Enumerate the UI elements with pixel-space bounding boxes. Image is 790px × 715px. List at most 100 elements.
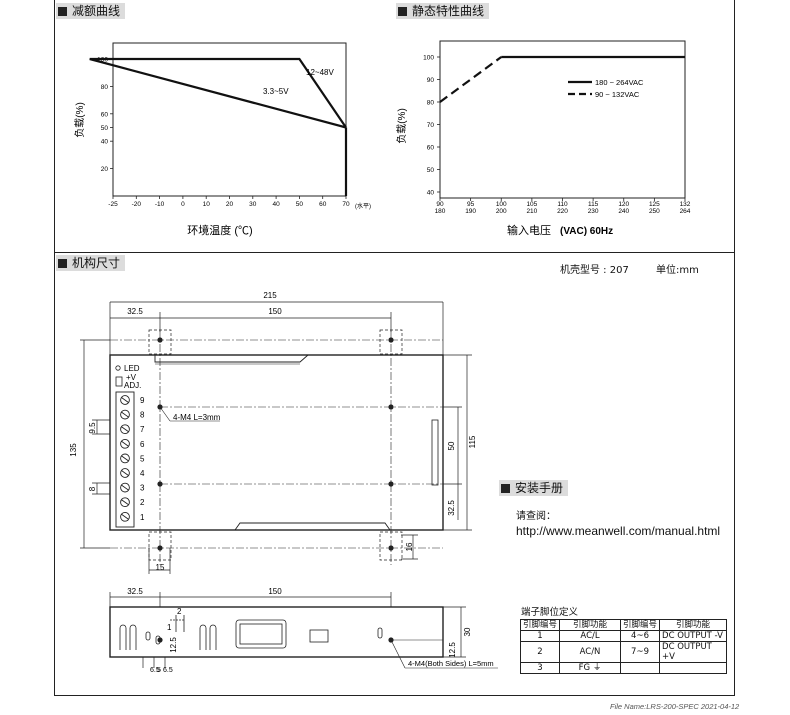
terminal-screw-icon bbox=[120, 438, 130, 449]
terminal-slot bbox=[121, 470, 129, 476]
x-tick-label-top: 115 bbox=[588, 201, 599, 208]
pin-table-title: 端子脚位定义 bbox=[521, 607, 579, 618]
side-dim-6-5b: 6.5 bbox=[163, 667, 173, 674]
side-dim-6-5a: 6.5 bbox=[150, 667, 160, 674]
terminal-label: 5 bbox=[140, 454, 145, 463]
x-tick-label-bottom: 230 bbox=[588, 208, 599, 215]
y-tick-label: 80 bbox=[101, 84, 109, 91]
dim-135: 135 bbox=[69, 443, 78, 457]
x-tick-label-bottom: 220 bbox=[557, 208, 568, 215]
side-dim-12-5: 12.5 bbox=[169, 637, 178, 653]
terminal-slot bbox=[121, 499, 129, 506]
x-tick-label-bottom: 190 bbox=[465, 208, 476, 215]
side-dim-5: 5 bbox=[157, 667, 161, 674]
x-tick-label: -10 bbox=[155, 201, 165, 208]
x-tick-label-top: 100 bbox=[496, 201, 507, 208]
dim-15: 15 bbox=[156, 563, 165, 572]
x-tick-label: 50 bbox=[296, 201, 304, 208]
table-cell: DC OUTPUT -V bbox=[659, 630, 728, 642]
series-line bbox=[113, 57, 347, 129]
square-bullet-icon bbox=[58, 7, 67, 16]
section-title: 安装手册 bbox=[515, 481, 564, 495]
table-cell: AC/L bbox=[559, 630, 622, 642]
terminal-label: 8 bbox=[140, 411, 145, 420]
terminal-label: 7 bbox=[140, 425, 145, 434]
table-cell: DC OUTPUT +V bbox=[659, 641, 728, 663]
x-tick-label: 40 bbox=[272, 201, 280, 208]
dim-115: 115 bbox=[468, 435, 477, 448]
y-tick-label: 100 bbox=[423, 55, 434, 62]
square-bullet-icon bbox=[501, 484, 510, 493]
section-title: 静态特性曲线 bbox=[412, 4, 485, 18]
header-cell: 引脚编号 bbox=[519, 619, 561, 631]
header-cell: 引脚编号 bbox=[620, 619, 661, 631]
terminal-block bbox=[115, 391, 135, 528]
series-label-12-48v: 12~48V bbox=[306, 68, 334, 77]
terminal-screw-icon bbox=[120, 409, 130, 420]
section-divider bbox=[54, 252, 735, 253]
section-static-header: 静态特性曲线 bbox=[396, 3, 490, 19]
adj-potentiometer-icon bbox=[115, 376, 123, 387]
side-dim-32-5: 32.5 bbox=[127, 587, 143, 596]
terminal-label: 2 bbox=[140, 498, 145, 507]
dim-32-5: 32.5 bbox=[127, 307, 143, 316]
terminal-screw-icon bbox=[120, 511, 130, 522]
section-title: 减额曲线 bbox=[72, 4, 121, 18]
terminal-screw-icon bbox=[120, 482, 130, 493]
terminal-label: 9 bbox=[140, 396, 145, 405]
dim-150: 150 bbox=[268, 307, 282, 316]
square-bullet-icon bbox=[58, 259, 67, 268]
legend-label-90-132vac: 90 ~ 132VAC bbox=[595, 90, 640, 99]
x-axis-label: 环境温度 (℃) bbox=[187, 223, 252, 237]
section-derating-header: 减额曲线 bbox=[56, 3, 126, 19]
terminal-label: 6 bbox=[140, 440, 145, 449]
y-tick-label: 60 bbox=[101, 111, 109, 118]
vadj-label: +V bbox=[126, 373, 137, 382]
manual-url-link[interactable]: http://www.meanwell.com/manual.html bbox=[516, 524, 721, 538]
table-cell: 2 bbox=[519, 641, 561, 663]
dim-16: 16 bbox=[405, 542, 414, 551]
y-tick-label: 40 bbox=[427, 190, 435, 197]
terminal-screw-icon bbox=[120, 395, 130, 405]
series-line bbox=[89, 57, 347, 129]
y-tick-label: 80 bbox=[427, 100, 435, 107]
table-cell: 4~6 bbox=[620, 630, 661, 642]
x-tick-label-top: 95 bbox=[467, 201, 475, 208]
dim-32-5-vertical: 32.5 bbox=[447, 500, 456, 516]
header-cell: 引脚功能 bbox=[559, 619, 622, 631]
terminal-screw-icon bbox=[120, 424, 130, 435]
model-label: 机壳型号 : 207 bbox=[560, 265, 629, 276]
table-cell: AC/N bbox=[559, 641, 622, 663]
y-tick-label: 50 bbox=[427, 167, 435, 174]
terminal-slot bbox=[121, 455, 129, 462]
x-tick-label: 20 bbox=[226, 201, 234, 208]
x-tick-label: 10 bbox=[203, 201, 211, 208]
table-cell: 1 bbox=[519, 630, 561, 642]
x-tick-label: -25 bbox=[108, 201, 118, 208]
terminal-slot bbox=[121, 397, 129, 403]
x-tick-label-bottom: 210 bbox=[526, 208, 537, 215]
x-tick-label-top: 132 bbox=[680, 201, 691, 208]
adj-label: ADJ. bbox=[124, 381, 141, 390]
terminal-slot bbox=[121, 484, 129, 491]
x-tick-label-top: 125 bbox=[649, 201, 660, 208]
terminal-label: 4 bbox=[140, 469, 145, 478]
header-cell: 引脚功能 bbox=[659, 619, 728, 631]
side-view-body bbox=[109, 606, 444, 658]
terminal-label: 1 bbox=[140, 513, 145, 522]
x-tick-label: 60 bbox=[319, 201, 327, 208]
legend-label-180-264vac: 180 ~ 264VAC bbox=[595, 78, 644, 87]
series-line-90-132vac bbox=[439, 56, 502, 103]
section-install-header: 安装手册 bbox=[499, 480, 569, 496]
y-tick-label: 20 bbox=[101, 166, 109, 173]
y-tick-label: 70 bbox=[427, 122, 435, 129]
x-tick-label-top: 110 bbox=[557, 201, 568, 208]
x-tick-label-bottom: 264 bbox=[680, 208, 691, 215]
table-cell bbox=[659, 662, 728, 674]
x-unit-note: (水平) bbox=[355, 202, 371, 210]
terminal-slot bbox=[121, 426, 129, 433]
x-axis-label-suffix: (VAC) 60Hz bbox=[560, 226, 613, 237]
table-cell bbox=[620, 662, 661, 674]
terminal-slot bbox=[121, 513, 129, 520]
